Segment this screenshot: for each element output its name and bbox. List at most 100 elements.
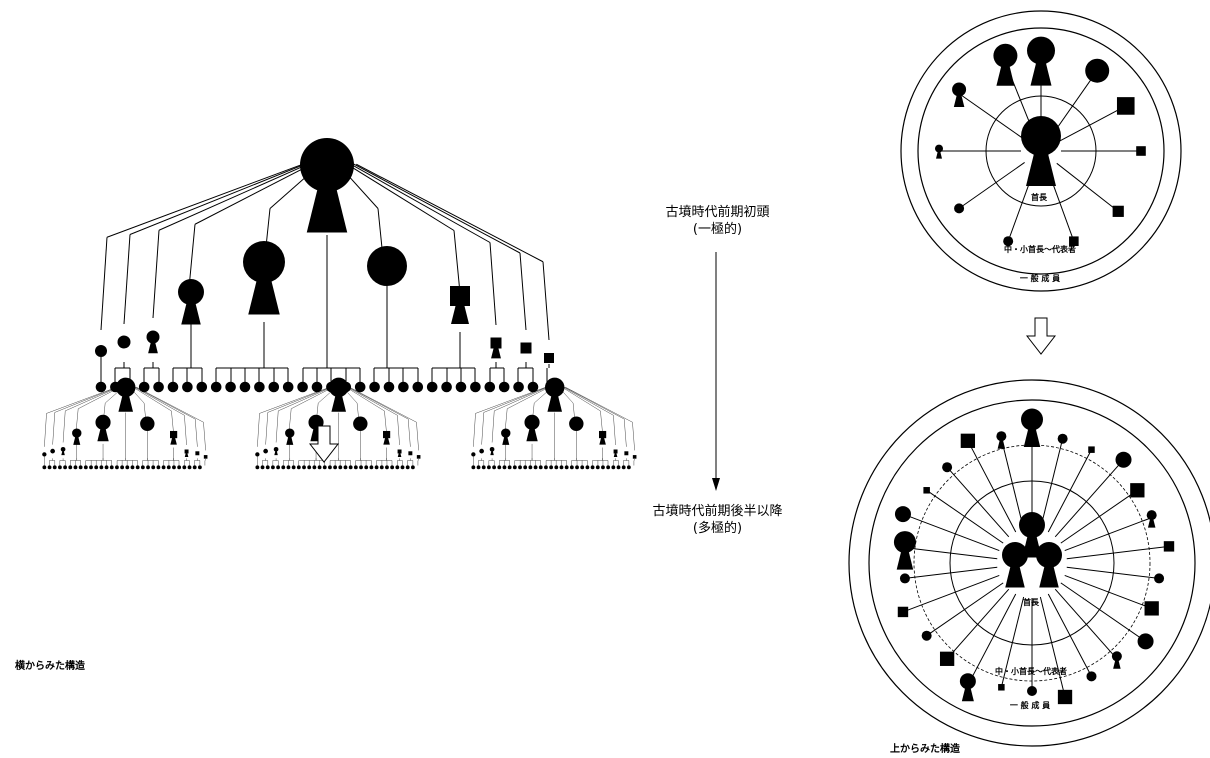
outer-ring [848, 379, 1210, 747]
member-dot-icon [156, 465, 161, 470]
member-dot-icon [538, 465, 543, 470]
minor-square-tomb-icon [613, 449, 618, 458]
member-dot-icon [426, 381, 438, 393]
minor-square-tomb-icon [416, 455, 421, 459]
radial-link-line [1039, 596, 1066, 698]
tomb-keyhole-icon [893, 531, 916, 570]
tomb-keyhole-icon [1111, 651, 1122, 669]
member-dot-icon [395, 465, 400, 470]
member-dot-icon [192, 465, 197, 470]
member-dot-icon [455, 381, 467, 393]
member-dot-icon [564, 465, 569, 470]
tomb-square-icon [1088, 446, 1095, 453]
radial-link-line [1066, 566, 1160, 579]
minor-round-tomb-icon [95, 345, 107, 357]
tomb-square-icon [998, 684, 1005, 691]
down-arrow-icon [308, 425, 340, 463]
chief-link-line [408, 419, 411, 447]
chief-link-line [345, 162, 455, 231]
member-dot-icon [498, 381, 510, 393]
tomb-round-icon [1137, 633, 1154, 650]
member-dot-icon [268, 381, 280, 393]
minor-square-tomb-icon [544, 353, 554, 363]
radial-link-line [926, 582, 1004, 637]
tomb-keyhole-icon [952, 82, 967, 107]
minor-square-tomb-icon [520, 342, 532, 354]
member-dot-icon [398, 381, 409, 393]
chief-link-line [158, 163, 309, 231]
member-dot-icon [559, 465, 564, 470]
member-dot-icon [83, 465, 88, 470]
member-dot-icon [120, 465, 125, 470]
tomb-square-icon [1130, 483, 1145, 498]
radial-link-line [1064, 517, 1152, 552]
member-dot-icon [405, 465, 410, 470]
member-dot-icon [359, 465, 363, 470]
chief-link-line [397, 415, 400, 446]
minor-square-tomb-icon [624, 451, 629, 456]
outer-ring [900, 10, 1182, 292]
member-dot-icon [187, 465, 192, 470]
member-dot-icon [317, 465, 322, 470]
chief-link-line [194, 162, 314, 225]
phase-early-label: 古墳時代前期初頭 (一極的) [640, 204, 795, 238]
middle-round-tomb-icon [353, 416, 368, 431]
chief-link-line [203, 422, 206, 451]
late-b-side-view [255, 377, 421, 470]
chief-link-line [542, 261, 550, 341]
tomb-round-icon [899, 573, 910, 584]
member-dot-icon [104, 465, 109, 470]
top-late-middle-label: 中・小首長～代表者 [995, 667, 1067, 676]
radial-link-line [1047, 593, 1092, 677]
member-dot-icon [616, 465, 621, 470]
chief-link-line [129, 163, 306, 235]
top-early-members-label: 一 般 成 員 [1019, 274, 1061, 283]
member-dot-icon [109, 465, 114, 470]
member-dot-icon [291, 465, 296, 470]
member-dot-icon [282, 381, 294, 393]
phase-early-type: (一極的) [692, 222, 743, 237]
member-dot-icon [343, 465, 348, 470]
member-dot-icon [99, 465, 104, 470]
member-dot-icon [115, 465, 119, 470]
tomb-round-icon [1115, 451, 1132, 468]
chief-link-line [65, 386, 120, 412]
top-early-middle-label: 中・小首長～代表者 [1004, 245, 1076, 254]
member-dot-icon [68, 465, 73, 470]
member-dot-icon [595, 465, 600, 470]
members-ring [868, 399, 1196, 727]
minor-round-tomb-icon [117, 335, 131, 349]
chief-tomb-icon [1002, 542, 1028, 588]
member-dot-icon [135, 465, 140, 470]
radial-link-line [1060, 489, 1138, 544]
minor-round-tomb-icon [255, 452, 260, 457]
tomb-keyhole-icon [935, 144, 943, 159]
member-dot-icon [151, 465, 156, 470]
member-dot-icon [569, 465, 574, 470]
chief-link-line [78, 386, 121, 409]
top-chief-tomb-icon [329, 377, 349, 412]
chief-link-line [353, 163, 521, 254]
member-dot-icon [523, 465, 528, 470]
chief-link-line [613, 415, 616, 446]
minor-square-tomb-icon [397, 449, 402, 458]
tomb-round-icon [921, 630, 932, 641]
radial-link-line [1054, 588, 1118, 660]
member-dot-icon [412, 381, 424, 393]
member-dot-icon [95, 381, 107, 393]
late-a-side-view [42, 377, 208, 470]
chief-link-line [349, 386, 417, 423]
member-dot-icon [73, 465, 78, 470]
tomb-square-icon [1112, 205, 1124, 217]
top-early-chief-label: 首長 [1031, 193, 1047, 202]
chief-link-line [489, 242, 497, 326]
top-view-late [848, 379, 1210, 747]
member-dot-icon [353, 465, 358, 470]
tomb-square-icon [923, 487, 930, 494]
member-dot-icon [197, 465, 202, 470]
member-dot-icon [255, 465, 260, 470]
chief-link-line [632, 422, 635, 451]
member-dot-icon [390, 465, 395, 470]
chief-link-line [46, 386, 117, 414]
